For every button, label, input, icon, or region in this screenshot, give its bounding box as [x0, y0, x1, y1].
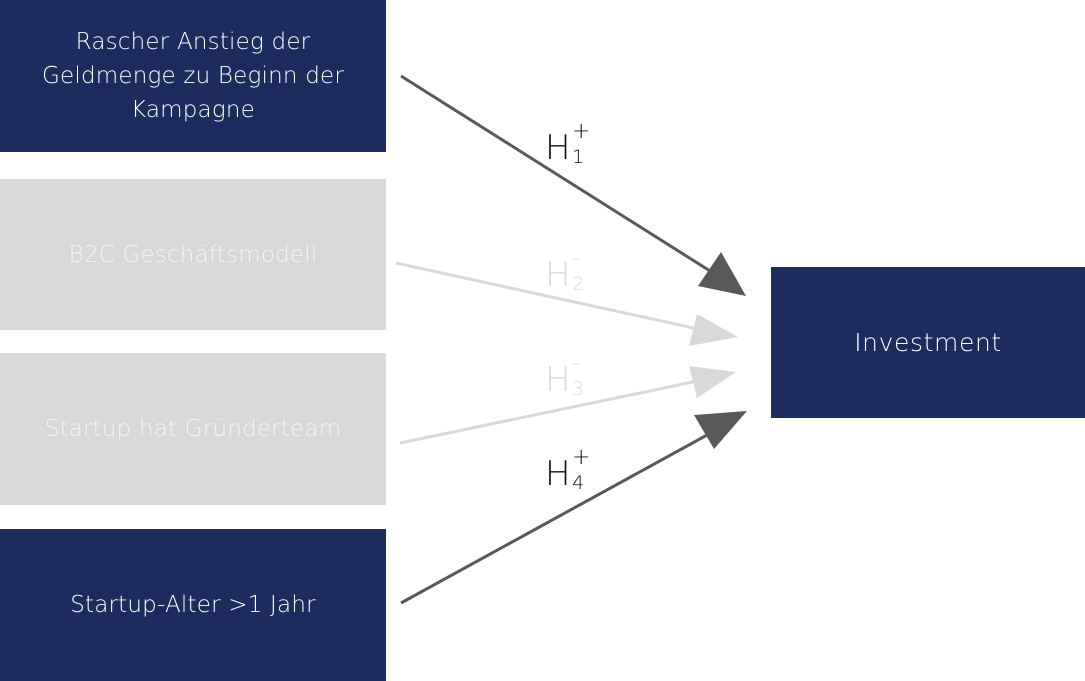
hypothesis-label-h2: H-2 — [545, 246, 585, 295]
predictor-box-founder-team: Startup hat Gründerteam — [0, 353, 386, 505]
target-label: Investment — [854, 327, 1002, 357]
target-box-investment: Investment — [771, 267, 1085, 418]
predictor-label: Startup-Alter >1 Jahr — [70, 592, 316, 618]
hypothesis-label-h4: H+4 — [545, 445, 591, 494]
predictor-box-startup-age: Startup-Alter >1 Jahr — [0, 529, 386, 681]
hypothesis-label-h3: H-3 — [545, 351, 585, 400]
hypothesis-label-h1: H+1 — [545, 119, 591, 168]
arrow-h3 — [399, 366, 736, 445]
arrow-h4 — [400, 411, 747, 605]
predictor-label: Rascher Anstieg der Geldmenge zu Beginn … — [42, 29, 344, 123]
arrow-h2 — [395, 261, 738, 346]
predictor-box-money-growth: Rascher Anstieg der Geldmenge zu Beginn … — [0, 0, 386, 152]
predictor-label: B2C Geschäftsmodell — [68, 241, 318, 268]
predictor-box-b2c: B2C Geschäftsmodell — [0, 179, 386, 330]
arrow-h1 — [400, 74, 746, 296]
predictor-label: Startup hat Gründerteam — [44, 416, 342, 442]
